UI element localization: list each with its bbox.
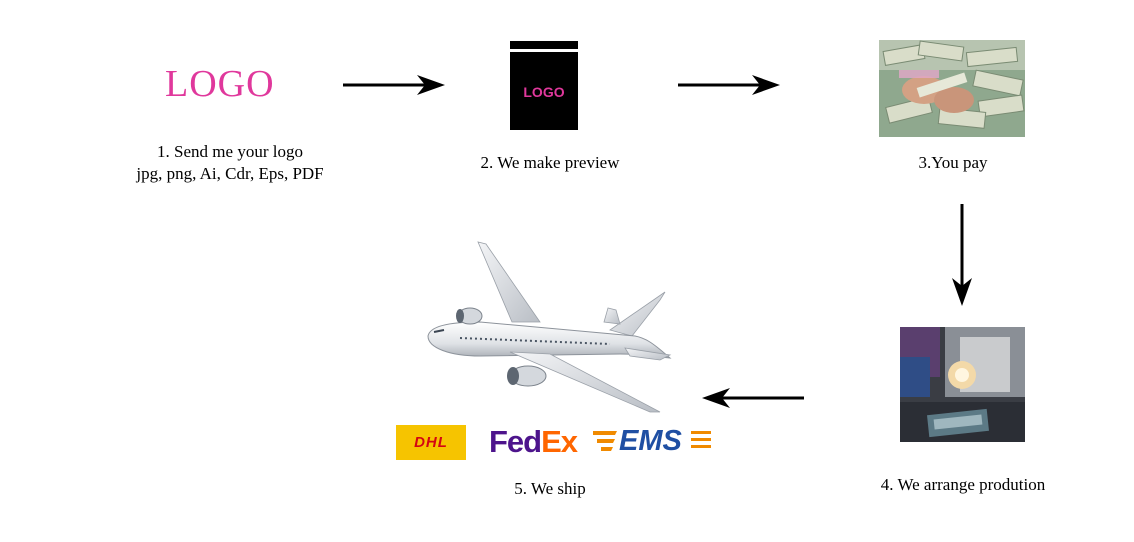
money-photo bbox=[879, 40, 1025, 137]
production-photo bbox=[900, 327, 1025, 442]
ems-logo: EMS bbox=[593, 425, 713, 461]
ems-logo-text: EMS bbox=[619, 425, 682, 457]
step1-caption: 1. Send me your logo jpg, png, Ai, Cdr, … bbox=[100, 141, 360, 185]
dhl-logo: DHL bbox=[396, 425, 466, 460]
step4-caption: 4. We arrange prodution bbox=[880, 475, 1046, 494]
arrow-right-icon bbox=[343, 75, 445, 95]
dhl-logo-text: DHL bbox=[414, 434, 448, 451]
preview-bag: LOGO bbox=[510, 52, 578, 130]
airplane-icon bbox=[427, 241, 672, 413]
ems-speed-lines-icon bbox=[593, 431, 617, 451]
fedex-logo-ex: Ex bbox=[541, 424, 578, 459]
step3-caption: 3.You pay bbox=[918, 153, 988, 172]
step1-caption-line2: jpg, png, Ai, Cdr, Eps, PDF bbox=[136, 164, 324, 183]
fedex-logo-fed: Fed bbox=[489, 424, 542, 459]
fedex-logo: FedEx bbox=[489, 424, 578, 460]
ems-speed-lines-right-icon bbox=[691, 431, 711, 448]
arrow-down-icon bbox=[952, 204, 972, 306]
arrow-left-icon bbox=[702, 388, 804, 408]
step2-caption: 2. We make preview bbox=[480, 153, 620, 172]
preview-bag-top bbox=[510, 41, 578, 49]
step1-caption-line1: 1. Send me your logo bbox=[157, 142, 303, 161]
preview-logo-text: LOGO bbox=[523, 84, 565, 100]
step5-caption: 5. We ship bbox=[514, 479, 586, 498]
logo-sample-text: LOGO bbox=[165, 63, 275, 105]
arrow-right-icon bbox=[678, 75, 780, 95]
